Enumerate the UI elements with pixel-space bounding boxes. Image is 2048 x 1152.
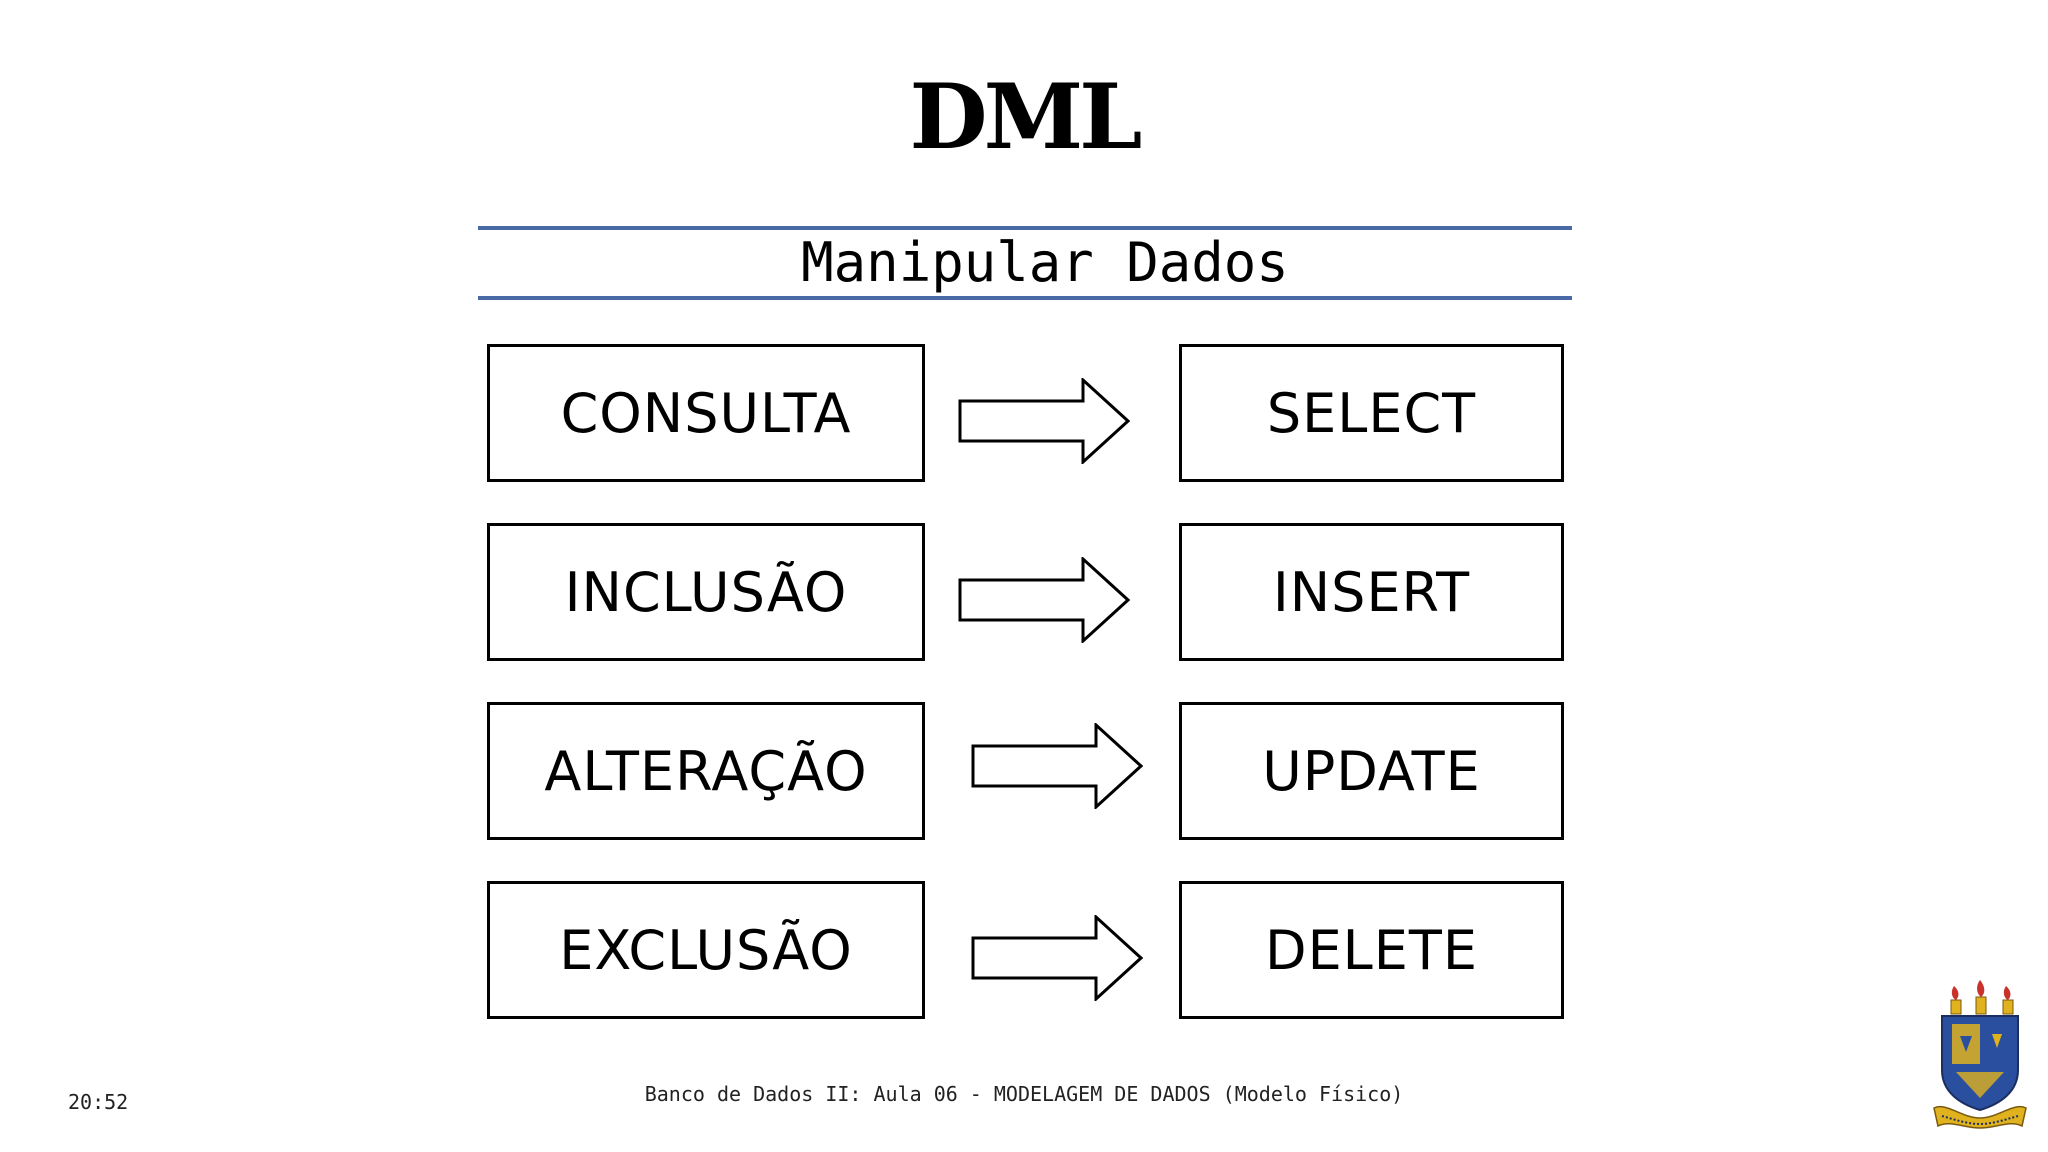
operation-box-alteracao: ALTERAÇÃO — [487, 702, 925, 840]
command-box-insert: INSERT — [1179, 523, 1564, 661]
slide-time: 20:52 — [68, 1090, 129, 1114]
subtitle-rule-bottom — [478, 296, 1572, 300]
command-box-delete: DELETE — [1179, 881, 1564, 1019]
university-crest-icon — [1933, 980, 2027, 1129]
right-arrow-icon — [971, 915, 1143, 1001]
slide-footer: Banco de Dados II: Aula 06 - MODELAGEM D… — [644, 1082, 1404, 1106]
right-arrow-icon — [958, 378, 1130, 464]
operation-box-exclusao: EXCLUSÃO — [487, 881, 925, 1019]
operation-box-inclusao: INCLUSÃO — [487, 523, 925, 661]
command-box-update: UPDATE — [1179, 702, 1564, 840]
right-arrow-icon — [958, 557, 1130, 643]
operation-box-consulta: CONSULTA — [487, 344, 925, 482]
subtitle-rule-top — [478, 226, 1572, 230]
command-box-select: SELECT — [1179, 344, 1564, 482]
right-arrow-icon — [971, 723, 1143, 809]
slide-subtitle: Manipular Dados — [801, 231, 1289, 294]
slide-title: DML — [909, 64, 1143, 170]
